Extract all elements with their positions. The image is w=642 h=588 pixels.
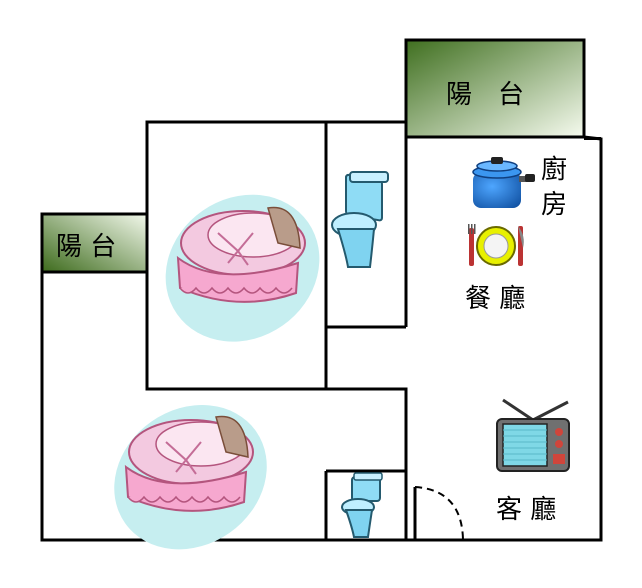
cooking-pot-icon bbox=[472, 157, 535, 208]
plate-with-cutlery-icon bbox=[468, 224, 524, 266]
dining-label: 餐 廳 bbox=[465, 284, 525, 314]
kitchen-label-1: 廚 bbox=[541, 155, 567, 185]
toilet-icon bbox=[331, 171, 389, 268]
balcony-left-label: 陽 台 bbox=[56, 232, 116, 262]
balcony-left bbox=[40, 212, 149, 274]
baby-crib-icon bbox=[114, 404, 267, 550]
balcony-top bbox=[404, 38, 586, 139]
walls bbox=[40, 120, 603, 542]
television-icon bbox=[496, 398, 570, 472]
toilet-icon bbox=[341, 472, 383, 538]
baby-crib-icon bbox=[165, 194, 320, 342]
door-swing bbox=[414, 486, 464, 541]
kitchen-label-2: 房 bbox=[541, 190, 567, 220]
balcony-top-label: 陽 台 bbox=[446, 80, 524, 110]
living-room-label: 客 廳 bbox=[496, 495, 556, 525]
